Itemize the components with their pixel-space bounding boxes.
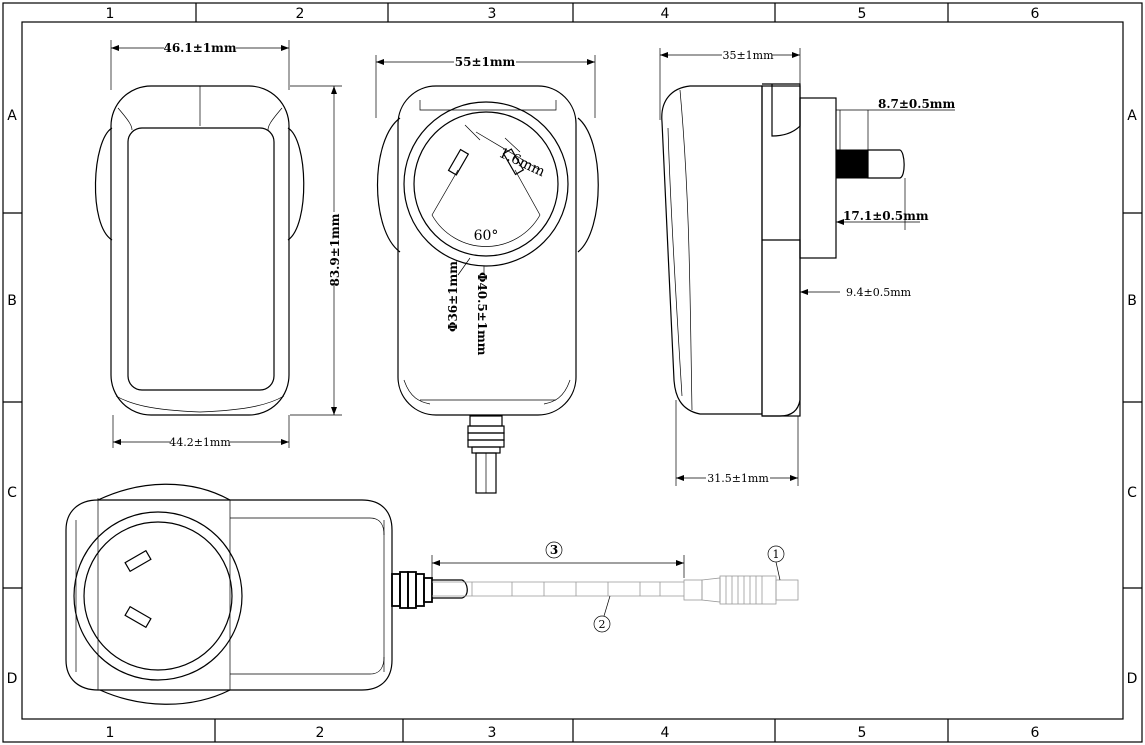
side-body-outline [661,85,763,415]
col-label-bottom-4: 4 [661,725,670,741]
col-label-top-1: 1 [106,6,115,22]
svg-text:2: 2 [599,618,606,631]
col-label-top-5: 5 [858,6,867,22]
cable [432,581,684,597]
inner-diameter-label: Φ36±1mm [446,261,460,332]
row-label-left-c: C [7,485,17,501]
col-label-top-2: 2 [296,6,305,22]
bottom-strain-relief [391,571,468,609]
side-plug-block [799,97,837,259]
front-width-bottom-label: 44.2±1mm [169,436,231,449]
bottom-socket-inner [83,521,233,671]
bottom-pin-top-icon [124,549,152,573]
dc-connector [683,575,799,605]
back-view: 1.6mm 60° 55±1mm Φ36±1mm Φ40.5±1mm [375,54,599,494]
outer-diameter-label: Φ40.5±1mm [475,272,489,356]
col-label-bottom-2: 2 [316,725,325,741]
side-pin-base [835,149,869,179]
bottom-view: 3 2 1 [65,483,799,705]
col-label-bottom-3: 3 [488,725,497,741]
pin-left-icon [447,148,470,176]
bottom-pin-bottom-icon [124,605,152,629]
row-label-right-c: C [1127,485,1137,501]
svg-text:3: 3 [550,543,558,557]
front-body-outline [110,85,290,416]
front-view: 46.1±1mm 44.2±1mm 83.9±1mm [94,40,342,449]
socket-outer-ring [403,101,569,267]
side-view: 35±1mm 8.7±0.5mm 17.1±0.5mm 9.4±0.5mm 31… [659,48,956,486]
side-pin-tip [867,149,905,179]
front-width-top-label: 46.1±1mm [163,41,236,55]
row-label-right-d: D [1127,671,1138,687]
pin-offset-label: 9.4±0.5mm [846,286,912,299]
pin-width-label: 1.6mm [496,145,547,180]
front-face-panel [127,127,275,391]
col-label-top-6: 6 [1031,6,1040,22]
col-label-top-3: 3 [488,6,497,22]
row-label-left-a: A [7,108,17,124]
cable-strain-relief [467,415,505,494]
row-label-right-b: B [1127,293,1137,309]
bottom-socket-outer [73,511,243,681]
back-width-label: 55±1mm [455,55,516,69]
pin-right-icon [502,148,525,176]
col-label-bottom-1: 1 [106,725,115,741]
col-label-bottom-6: 6 [1031,725,1040,741]
pin-thickness-label: 8.7±0.5mm [878,97,956,111]
row-label-left-d: D [7,671,18,687]
angle-label: 60° [474,228,499,244]
side-depth-bottom-label: 31.5±1mm [707,472,769,485]
col-label-top-4: 4 [661,6,670,22]
back-body-outline [397,85,577,416]
socket-inner-ring [413,111,559,257]
svg-text:1: 1 [773,548,780,561]
callout-3: 3 [545,541,563,559]
bottom-body-outline [65,499,393,691]
front-height-label: 83.9±1mm [328,213,342,286]
row-label-right-a: A [1127,108,1137,124]
pin-length-label: 17.1±0.5mm [843,209,929,223]
callout-2: 2 [593,595,611,633]
side-depth-top-label: 35±1mm [722,49,774,62]
callout-1: 1 [767,545,785,581]
col-label-bottom-5: 5 [858,725,867,741]
row-label-left-b: B [7,293,17,309]
